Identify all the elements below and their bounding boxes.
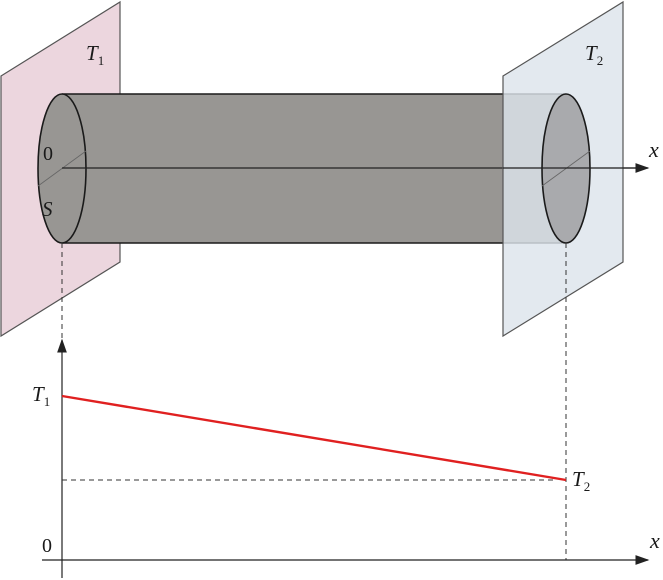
graph-x-label: x [649,528,660,553]
graph-origin-label: 0 [42,535,52,557]
temperature-line [61,394,567,482]
graph-t1-label: T1 [32,382,50,409]
graph-t2-label: T2 [572,467,590,494]
plate-left-label: T1 [86,41,104,68]
upper-x-label: x [648,137,659,162]
plate-right-label: T2 [585,41,603,68]
rod-origin-label: 0 [43,143,53,165]
rod-section-label: S [42,197,53,221]
